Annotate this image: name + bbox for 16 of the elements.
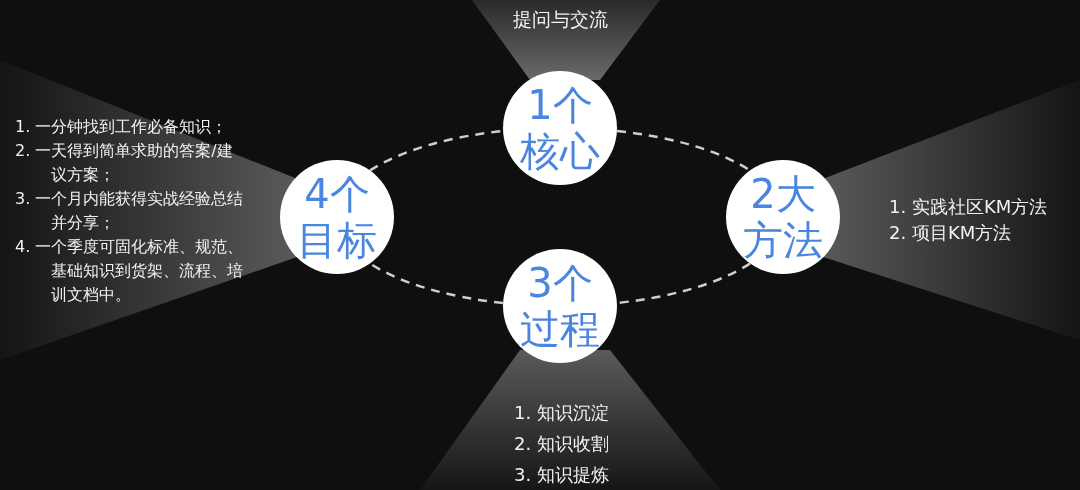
list-item: 3. 一个月内能获得实战经验总结并分享； — [15, 188, 245, 234]
list-item: 3. 知识提炼 — [514, 463, 610, 487]
circle-title: 2大方法 — [742, 171, 824, 263]
circle-title: 1个核心 — [519, 82, 601, 174]
node-label: 提问与交流 — [511, 7, 609, 31]
list-item: 1. 实践社区KM方法 — [889, 195, 1049, 219]
circle-title: 3个过程 — [519, 260, 601, 352]
list-item: 1. 一分钟找到工作必备知识； — [15, 116, 229, 138]
dashed-connector — [616, 129, 751, 172]
dashed-connector — [369, 262, 504, 305]
list-item: 2. 一天得到简单求助的答案/建议方案； — [15, 140, 234, 186]
circle-title: 4个目标 — [296, 171, 378, 263]
list-item: 2. 知识收割 — [514, 432, 610, 456]
list-item: 2. 项目KM方法 — [889, 221, 1013, 245]
list-item: 1. 知识沉淀 — [514, 401, 610, 425]
list-item: 4. 一个季度可固化标准、规范、基础知识到货架、流程、培训文档中。 — [15, 236, 245, 306]
